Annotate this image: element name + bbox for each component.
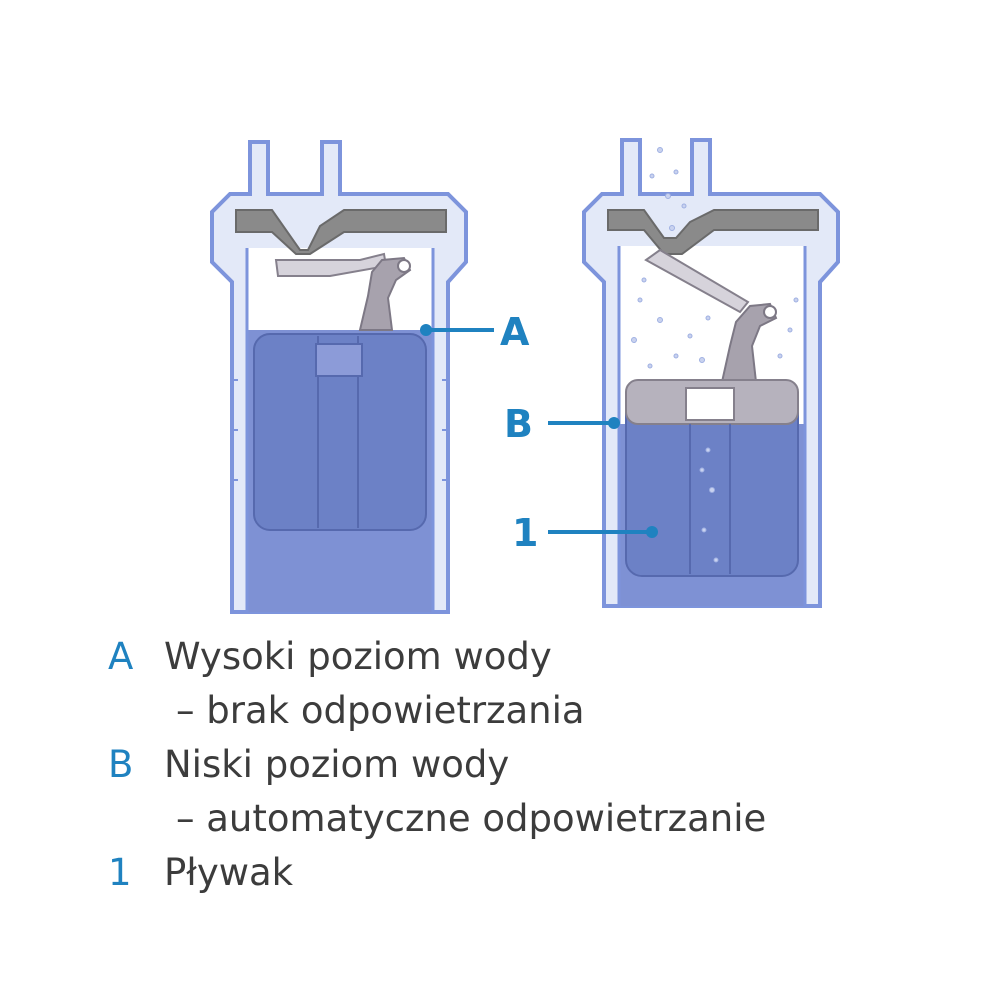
legend-subitem-a: – brak odpowietrzania	[108, 684, 988, 738]
callout-a: A	[420, 310, 530, 354]
vent-low-water	[582, 138, 840, 608]
valve-nozzle	[644, 248, 750, 314]
legend-desc-b: – automatyczne odpowietrzanie	[176, 797, 767, 840]
callout-a-label: A	[500, 310, 530, 354]
vent-high-water	[210, 140, 468, 614]
legend-title-1: Pływak	[164, 851, 294, 894]
callout-b-label: B	[504, 402, 533, 446]
float	[625, 379, 799, 577]
air-bubbles	[631, 147, 799, 563]
callout-b: B	[504, 402, 620, 446]
vent-cap-plate	[607, 209, 819, 255]
legend-key-a: A	[108, 635, 134, 678]
legend-title-b: Niski poziom wody	[164, 743, 510, 786]
callout-1-label: 1	[512, 511, 538, 555]
legend-key-1: 1	[108, 851, 132, 894]
legend-title-a: Wysoki poziom wody	[164, 635, 552, 678]
legend-item-1: 1 Pływak	[108, 846, 988, 900]
float	[253, 333, 427, 531]
legend-item-b: B Niski poziom wody	[108, 738, 988, 792]
vent-cap-plate	[235, 209, 447, 255]
air-vent-diagram: A B 1	[210, 138, 840, 614]
legend-item-a: A Wysoki poziom wody	[108, 630, 988, 684]
legend-desc-a: – brak odpowietrzania	[176, 689, 585, 732]
legend: A Wysoki poziom wody – brak odpowietrzan…	[108, 630, 988, 900]
legend-key-b: B	[108, 743, 134, 786]
callout-1: 1	[512, 511, 658, 555]
legend-subitem-b: – automatyczne odpowietrzanie	[108, 792, 988, 846]
